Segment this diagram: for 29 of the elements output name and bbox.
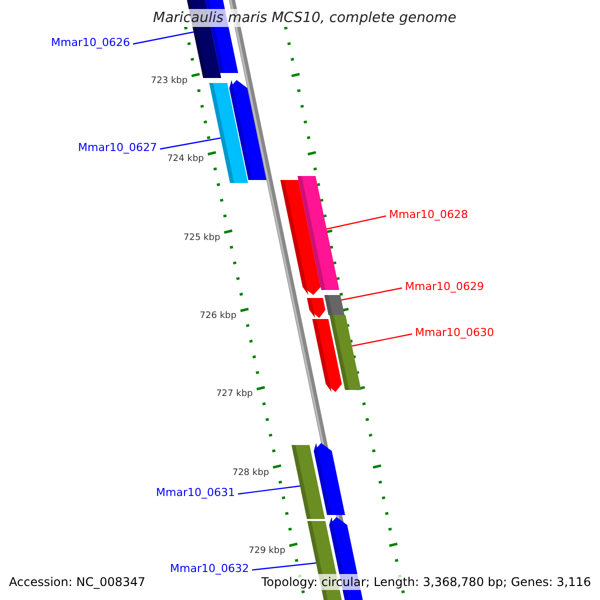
gene-label: Mmar10_0627 — [78, 141, 157, 155]
accession-text: Accession: NC_008347 — [9, 574, 146, 590]
scale-label: 728 kbp — [232, 468, 270, 478]
gene-feature — [324, 295, 345, 315]
gene-feature — [330, 315, 362, 390]
leader-line — [252, 562, 316, 571]
gene-feature — [314, 443, 346, 515]
leader-line — [238, 485, 300, 495]
leader-line — [160, 137, 221, 150]
leader-line — [352, 333, 412, 347]
scale-label: 727 kbp — [216, 389, 253, 400]
leader-line — [132, 31, 194, 45]
gene-label: Mmar10_0626 — [51, 36, 130, 50]
gene-label: Mmar10_0628 — [389, 208, 468, 222]
gene-feature — [229, 80, 266, 180]
scale-label: 725 kbp — [184, 232, 220, 244]
gene-label: Mmar10_0629 — [405, 280, 484, 294]
gene-feature — [306, 298, 326, 318]
scale-label: 729 kbp — [248, 546, 286, 557]
leader-line — [341, 287, 402, 301]
scale-label: 724 kbp — [167, 154, 204, 166]
gene-label: Mmar10_0631 — [156, 486, 235, 500]
scale-label: 723 kbp — [150, 76, 188, 87]
gene-label: Mmar10_0632 — [170, 562, 249, 576]
gene-feature — [298, 176, 340, 290]
gene-label: Mmar10_0630 — [415, 326, 494, 340]
genome-summary-text: Topology: circular; Length: 3,368,780 bp; Genes: 3,116 — [261, 574, 591, 590]
leader-line — [326, 215, 386, 230]
scale-label: 726 kbp — [200, 310, 236, 322]
